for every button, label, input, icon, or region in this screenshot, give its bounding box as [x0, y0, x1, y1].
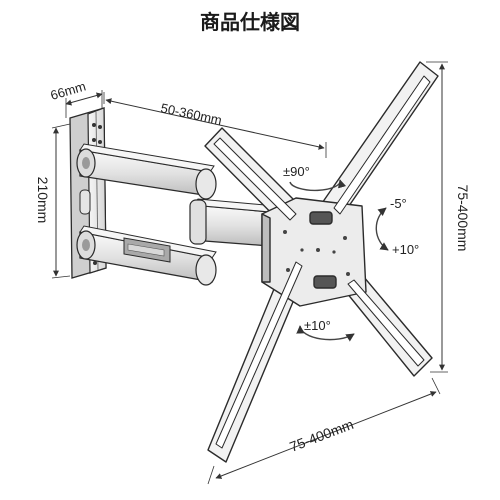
label-swivel: ±90° — [283, 164, 310, 179]
dimension-210mm: 210mm — [35, 123, 71, 279]
upper-arm — [76, 143, 217, 200]
label-210mm: 210mm — [35, 177, 51, 224]
label-vesa-horizontal: 75-400mm — [287, 416, 355, 455]
label-vesa-vertical: 75-400mm — [455, 185, 471, 252]
rotation-indicator: ±10° — [296, 318, 355, 342]
tilt-indicator: -5° +10° — [375, 196, 419, 257]
label-arm-extension: 50-360mm — [159, 100, 223, 128]
label-tilt-up: +10° — [392, 242, 419, 257]
label-rotation: ±10° — [304, 318, 331, 333]
lower-arm — [76, 225, 217, 286]
page-title: 商品仕様図 — [200, 10, 300, 34]
connector-arm — [189, 198, 278, 247]
vesa-plate — [204, 61, 439, 463]
dimension-vesa-vertical: 75-400mm — [426, 61, 471, 373]
swivel-indicator: ±90° — [283, 164, 347, 192]
label-tilt-down: -5° — [390, 196, 407, 211]
